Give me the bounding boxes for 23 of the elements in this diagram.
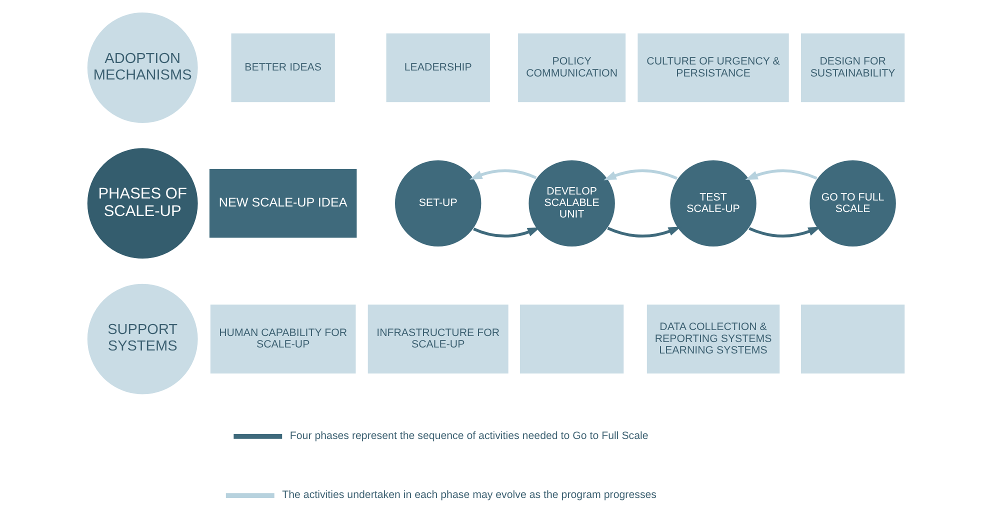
arrow [603,169,678,180]
node-box: POLICY COMMUNICATION [516,32,626,104]
node-box: DESIGN FOR SUSTAINABILITY [800,32,906,104]
node-box: DATA COLLECTION & REPORTING SYSTEMS LEARNING SYSTEMS [645,304,780,374]
node-box: NEW SCALE-UP IDEA [208,168,358,239]
node-box: LEADERSHIP [384,32,490,104]
node-box [800,304,906,374]
node-circle: ADOPTION MECHANISMS [86,12,198,124]
arrow [469,169,536,180]
arrow [606,226,681,238]
node-box: HUMAN CAPABILITY FOR SCALE-UP [208,304,356,374]
node-box: INFRASTRUCTURE FOR SCALE-UP [366,304,509,374]
node-circle: PHASES OF SCALE-UP [86,147,198,260]
arrow [744,169,817,180]
arrow [472,227,540,238]
node-circle: SUPPORT SYSTEMS [86,282,198,396]
node-box [518,304,624,374]
legend-label: Four phases represent the sequence of activities needed to Go to Full Scale [289,430,648,442]
arrow [748,226,820,238]
legend-label: The activities undertaken in each phase may evolve as the program progresses [282,489,656,502]
node-box: BETTER IDEAS [230,32,336,104]
node-box: CULTURE OF URGENCY & PERSISTANCE [636,32,790,104]
node-circle: TEST SCALE-UP [668,159,757,248]
